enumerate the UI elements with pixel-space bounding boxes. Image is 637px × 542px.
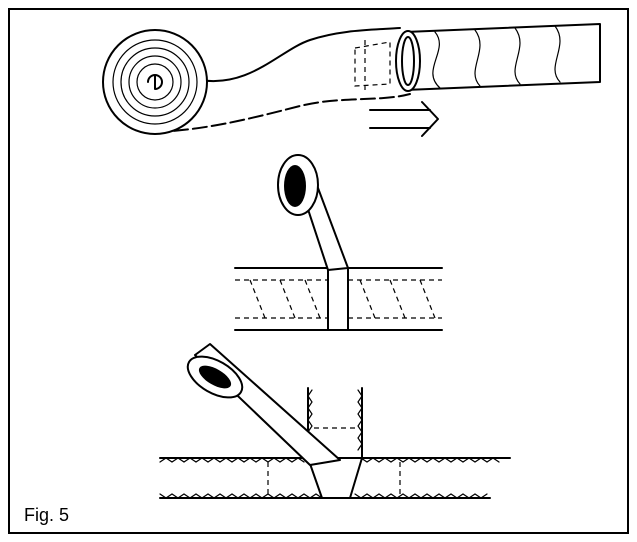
tape-strip-upper [199,27,401,83]
tape-strip-lower-dashed [154,93,411,133]
figure-frame: Fig. 5 [8,8,629,534]
direction-arrow-icon [369,101,439,137]
panel-straight-joint [234,154,443,331]
hose-end-ring [395,30,421,92]
figure-caption: Fig. 5 [24,505,70,525]
hose-end-ring-inner [401,36,415,86]
tape-roll-2 [277,154,319,216]
illustration [102,23,601,499]
joint-band [327,267,349,331]
tee-tape-band [307,457,363,499]
panel-wrap-hose [102,23,601,137]
tee-thread-teeth [159,389,500,499]
tape-roll-3 [186,355,244,399]
hose-spiral [432,25,561,89]
panel-tee-joint [159,343,511,499]
tape-roll [102,29,208,135]
pipe-thread-dashed [249,279,436,319]
pipe-inner-dashed [235,279,442,319]
fitting-dashed [354,40,391,90]
